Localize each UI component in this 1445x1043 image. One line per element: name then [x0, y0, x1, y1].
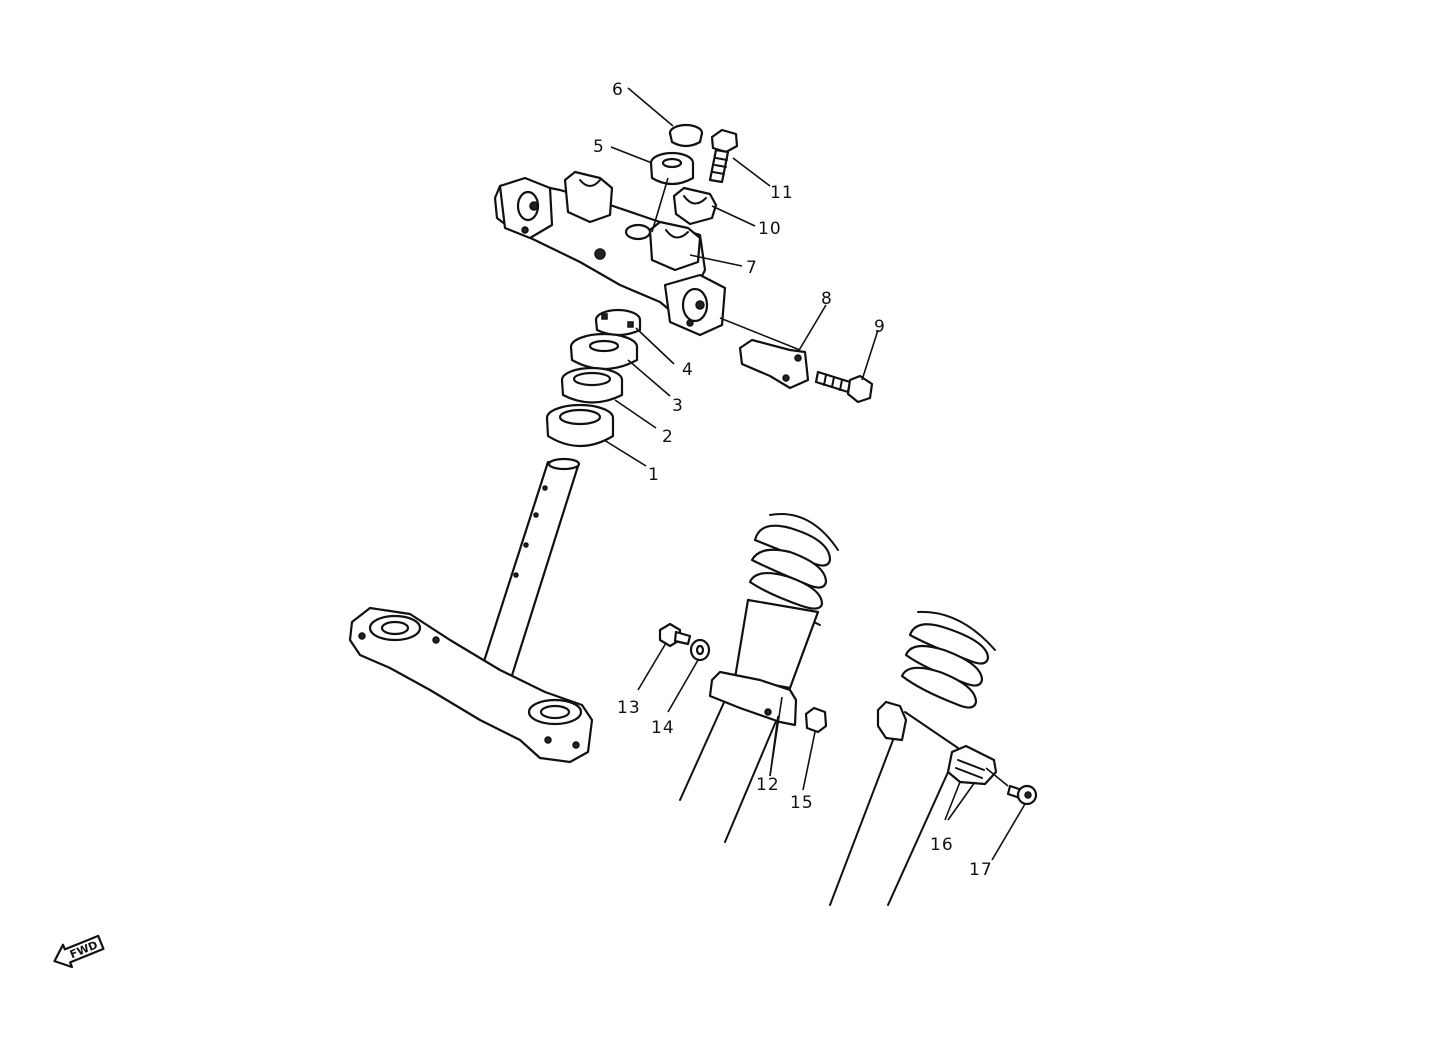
part-4-ring-nut	[594, 308, 642, 337]
part-10-holder	[672, 186, 718, 226]
callout-14: 14	[651, 718, 675, 738]
leader-lines	[603, 87, 1026, 861]
arrow-left-icon	[53, 934, 105, 969]
right-fork-tube	[829, 610, 996, 906]
fwd-direction-indicator: FWD	[53, 934, 105, 969]
part-11-bolt	[708, 128, 739, 184]
lower-bracket	[348, 606, 594, 764]
part-9-bolt	[814, 370, 874, 404]
part-6-cap	[668, 123, 704, 148]
callout-15: 15	[790, 793, 814, 813]
callout-12: 12	[756, 775, 780, 795]
part-16-clip	[946, 744, 998, 786]
callout-16: 16	[930, 835, 954, 855]
part-1-bearing	[545, 403, 615, 447]
callout-13: 13	[617, 698, 641, 718]
callout-11: 11	[770, 183, 794, 203]
callout-9: 9	[874, 317, 886, 337]
callout-6: 6	[612, 80, 624, 100]
part-3-cover	[569, 332, 639, 370]
part-12-clamp	[708, 670, 798, 727]
callout-7: 7	[746, 258, 758, 278]
part-13-bolt	[658, 622, 692, 648]
upper-bracket	[493, 170, 727, 337]
left-fork-tube	[679, 513, 839, 843]
callout-10: 10	[758, 219, 782, 239]
part-5-collar	[649, 151, 695, 186]
part-15-nut	[804, 706, 828, 734]
callout-labels: 6 5 11 10 7 8 9 4 3 2 1 13 14 12 15 16 1…	[593, 80, 993, 880]
part-17-screw	[1006, 784, 1038, 806]
callout-2: 2	[662, 427, 674, 447]
callout-3: 3	[672, 396, 684, 416]
part-14-washer	[689, 638, 711, 662]
callout-4: 4	[682, 360, 694, 380]
part-2-bearing	[560, 366, 624, 404]
part-8-bracket	[738, 338, 810, 390]
callout-5: 5	[593, 137, 605, 157]
callout-8: 8	[821, 289, 833, 309]
callout-1: 1	[648, 465, 660, 485]
steering-stem	[476, 457, 581, 690]
callout-17: 17	[969, 860, 993, 880]
